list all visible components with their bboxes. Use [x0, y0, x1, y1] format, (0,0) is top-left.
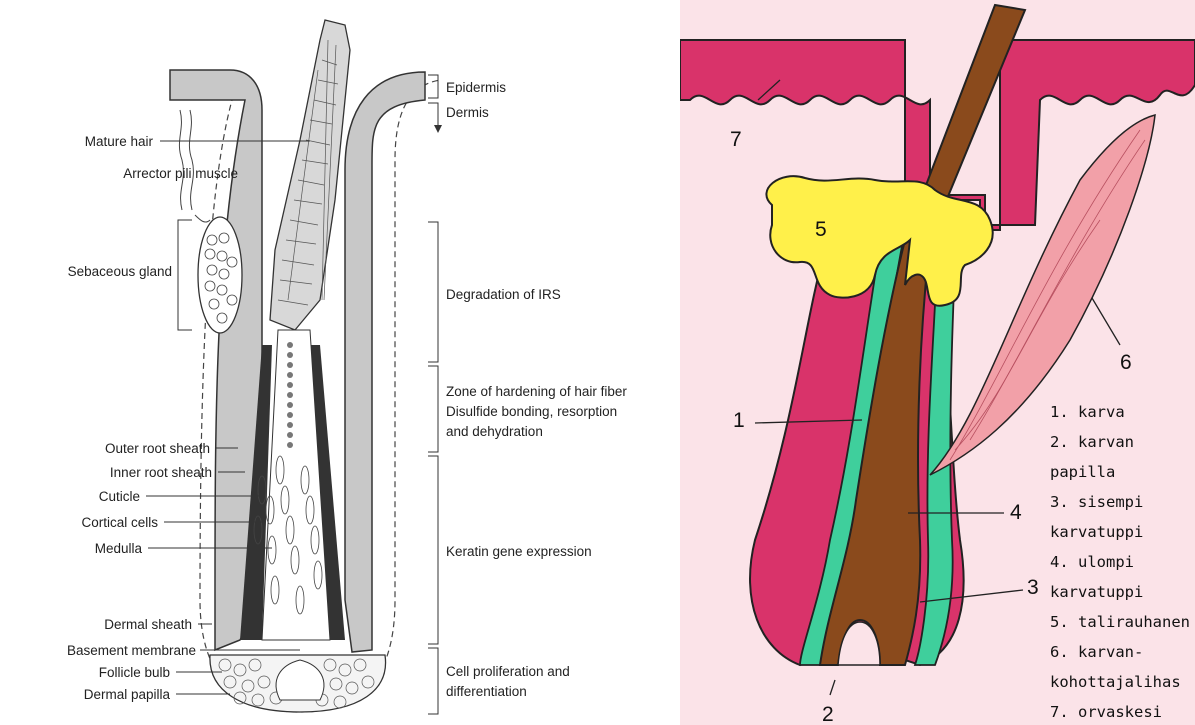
- number-3: 3: [1027, 576, 1039, 599]
- number-4: 4: [1010, 501, 1022, 524]
- legend: 1. karva 2. karvan papilla 3. sisempi ka…: [1050, 403, 1190, 721]
- right-diagram: 7 5 6 1 4 3 2 1. karva 2. karvan papilla…: [680, 0, 1195, 725]
- legend-line: 5. talirauhanen: [1050, 613, 1190, 631]
- zone-proliferation-line1: Cell proliferation and: [446, 664, 570, 679]
- label-basement-membrane: Basement membrane: [67, 643, 196, 658]
- number-5: 5: [815, 218, 827, 241]
- legend-line: karvatuppi: [1050, 583, 1143, 601]
- legend-line: 7. orvaskesi: [1050, 703, 1162, 721]
- label-dermal-papilla: Dermal papilla: [84, 687, 171, 702]
- legend-line: karvatuppi: [1050, 523, 1143, 541]
- label-follicle-bulb: Follicle bulb: [99, 665, 170, 680]
- label-inner-root-sheath: Inner root sheath: [110, 465, 212, 480]
- zone-proliferation-line2: differentiation: [446, 684, 527, 699]
- number-6: 6: [1120, 351, 1132, 374]
- legend-line: papilla: [1050, 463, 1115, 481]
- zone-hardening-line2: Disulfide bonding, resorption: [446, 404, 617, 419]
- left-diagram: Mature hair Arrector pili muscle Sebaceo…: [0, 0, 680, 725]
- arrector-pili-muscle: [930, 115, 1155, 475]
- outer-root-sheath-shape-right: [345, 72, 425, 652]
- label-medulla: Medulla: [95, 541, 143, 556]
- zone-degradation-irs: Degradation of IRS: [446, 287, 561, 302]
- number-2: 2: [822, 703, 834, 725]
- legend-line: 4. ulompi: [1050, 553, 1134, 571]
- sebaceous-bracket: [178, 220, 192, 330]
- zone-hardening-line1: Zone of hardening of hair fiber: [446, 384, 627, 399]
- legend-line: kohottajalihas: [1050, 673, 1181, 691]
- zone-hardening-line3: and dehydration: [446, 424, 543, 439]
- label-outer-root-sheath: Outer root sheath: [105, 441, 210, 456]
- label-cuticle: Cuticle: [99, 489, 140, 504]
- label-dermal-sheath: Dermal sheath: [104, 617, 192, 632]
- zone-brackets: [428, 75, 442, 714]
- label-dermis: Dermis: [446, 105, 489, 120]
- right-panel-follicle-illustration: 7 5 6 1 4 3 2 1. karva 2. karvan papilla…: [680, 0, 1195, 725]
- label-cortical-cells: Cortical cells: [81, 515, 158, 530]
- zone-keratin-expression: Keratin gene expression: [446, 544, 592, 559]
- legend-line: 6. karvan-: [1050, 643, 1143, 661]
- legend-line: 1. karva: [1050, 403, 1125, 421]
- legend-line: 3. sisempi: [1050, 493, 1143, 511]
- legend-line: 2. karvan: [1050, 433, 1134, 451]
- sebaceous-gland-shape: [198, 217, 242, 333]
- label-epidermis: Epidermis: [446, 80, 506, 95]
- left-panel-follicle-anatomy: Mature hair Arrector pili muscle Sebaceo…: [0, 0, 680, 725]
- label-arrector-pili: Arrector pili muscle: [123, 166, 238, 181]
- number-7: 7: [730, 128, 742, 151]
- label-mature-hair: Mature hair: [85, 134, 154, 149]
- label-sebaceous-gland: Sebaceous gland: [68, 264, 172, 279]
- number-1: 1: [733, 409, 745, 432]
